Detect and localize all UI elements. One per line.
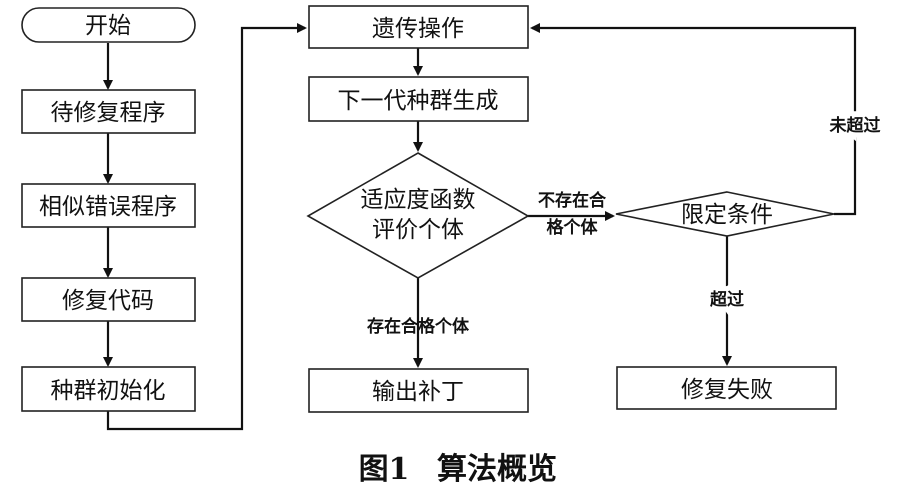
population-init-label: 种群初始化 (51, 378, 166, 404)
fitness-decision (306, 152, 530, 279)
population-init-box (21, 366, 196, 412)
limit-condition-decision (615, 191, 835, 237)
figure-title: 算法概览 (437, 452, 557, 487)
edge-label-exists-qualified: 存在合格个体 (367, 316, 470, 337)
start-label: 开始 (85, 13, 131, 39)
edge-limit-to-genetic (530, 23, 857, 216)
program-to-repair-label: 待修复程序 (51, 100, 166, 126)
repair-failed-box (616, 366, 837, 410)
edge-init-to-genetic (106, 23, 307, 431)
edge-label-not-exists-line1: 不存在合 (538, 190, 607, 211)
program-to-repair-box (21, 89, 196, 134)
figure-number: 图1 (359, 452, 410, 487)
edge-label-not-exists-line2: 格个体 (547, 217, 599, 238)
fitness-label-line1: 适应度函数 (361, 187, 476, 213)
similar-error-programs-box (21, 183, 196, 228)
similar-error-programs-label: 相似错误程序 (39, 194, 177, 220)
genetic-operation-label: 遗传操作 (372, 16, 464, 42)
next-generation-box (308, 76, 529, 122)
repair-code-box (21, 277, 196, 322)
edge-label-not-exceeded: 未超过 (829, 115, 881, 136)
start-terminal (21, 7, 196, 43)
next-generation-label: 下一代种群生成 (338, 88, 499, 114)
output-patch-label: 输出补丁 (372, 379, 464, 405)
fitness-label-line2: 评价个体 (372, 217, 464, 243)
edge-label-exceeded: 超过 (710, 289, 744, 310)
limit-condition-label: 限定条件 (681, 202, 773, 228)
genetic-operation-box (308, 5, 529, 49)
repair-failed-label: 修复失败 (681, 377, 773, 403)
output-patch-box (308, 368, 529, 413)
repair-code-label: 修复代码 (62, 288, 154, 314)
